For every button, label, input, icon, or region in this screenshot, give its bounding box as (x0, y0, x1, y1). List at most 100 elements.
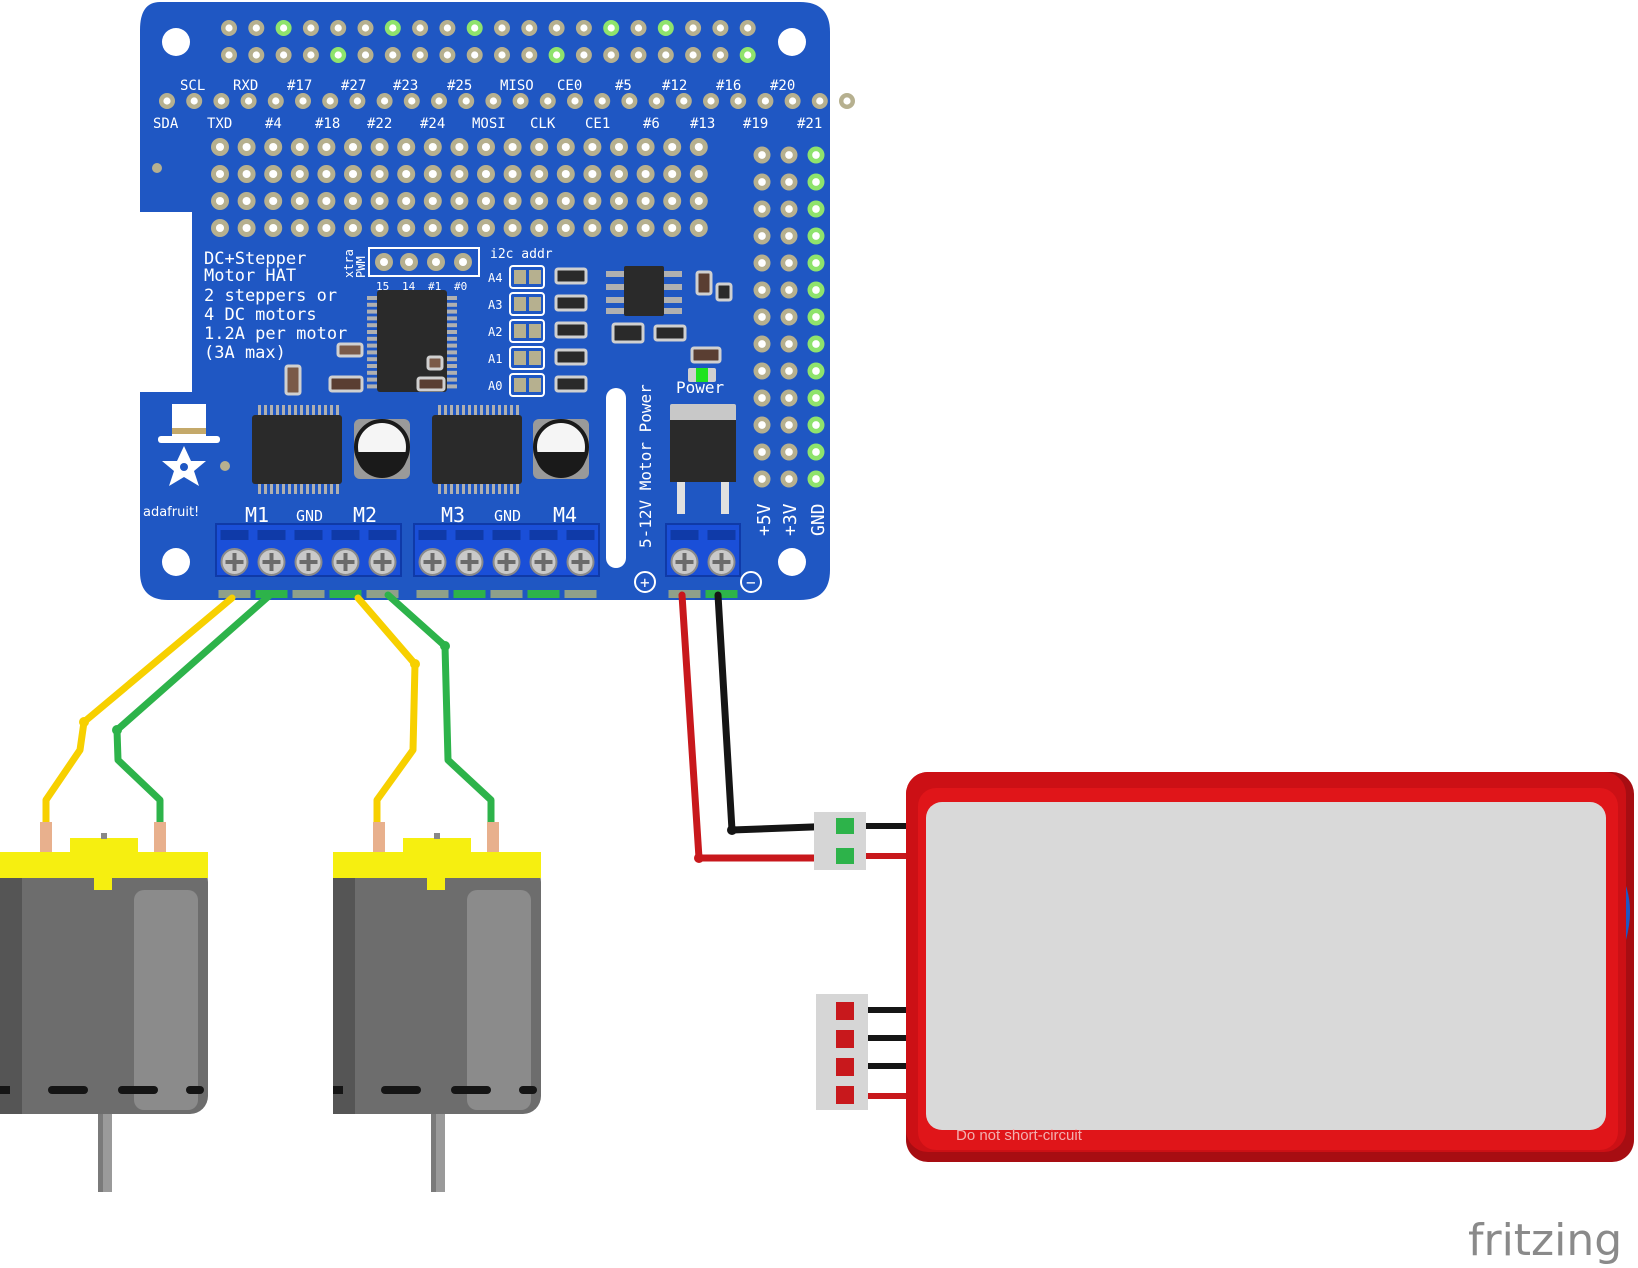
pad-hole (455, 169, 464, 179)
gpio-label: #27 (341, 78, 366, 94)
terminal-pin (490, 590, 523, 598)
motor-shade (0, 864, 22, 1114)
pad-hole (785, 286, 793, 294)
terminal-pin (564, 590, 597, 598)
driver-pin (336, 405, 339, 417)
driver-pin (516, 405, 519, 417)
pad-hole (680, 97, 688, 105)
terminal-pin (366, 590, 399, 598)
pwm-header-outline (368, 247, 480, 277)
pad-hole (785, 205, 793, 213)
pad-hole (785, 367, 793, 375)
pad-hole (471, 24, 479, 32)
pad-hole (375, 142, 384, 152)
driver-body (432, 415, 522, 484)
pad-hole (408, 97, 416, 105)
plus-symbol: + (640, 573, 650, 592)
pad-hole (242, 142, 251, 152)
pad-hole (758, 286, 766, 294)
ic-pin (447, 323, 457, 328)
motor-cap-top (403, 838, 471, 856)
driver-pin (306, 405, 309, 417)
pad-hole (634, 51, 643, 59)
pad-hole (588, 223, 597, 233)
pad-hole (588, 196, 597, 206)
pad-hole (694, 196, 703, 206)
pad-hole (561, 169, 570, 179)
driver-pin (438, 405, 441, 417)
pad-hole (588, 169, 597, 179)
battery-pack: Do not short-circuit (814, 772, 1634, 1162)
pad-hole (744, 24, 752, 32)
pad-hole (402, 196, 411, 206)
pad-hole (455, 223, 464, 233)
pad-hole (785, 340, 793, 348)
gpio-label: #22 (367, 116, 392, 132)
pad-hole (489, 97, 497, 105)
ic-pin (367, 330, 377, 334)
pad-hole (242, 223, 251, 233)
pad-hole (598, 97, 606, 105)
pad-hole (508, 196, 517, 206)
pad-hole (812, 367, 820, 375)
chip-pin (606, 271, 624, 277)
pad-hole (614, 223, 624, 233)
pad-hole (758, 448, 766, 456)
pad-hole (375, 223, 384, 233)
dc-motor-2 (333, 822, 541, 1192)
driver-body (252, 415, 342, 484)
ic-pin (447, 296, 457, 300)
resistor (554, 321, 588, 339)
pad-hole (812, 421, 820, 429)
motor-bearing (101, 833, 107, 839)
motor-cap-top (70, 838, 138, 856)
screw-slot (719, 553, 724, 571)
pad-hole (428, 196, 437, 206)
plus-mark (634, 571, 656, 593)
pad-hole (641, 223, 650, 233)
motor-vent (118, 1086, 158, 1094)
xtra-label: xtra (342, 249, 356, 278)
pad-hole (416, 24, 424, 32)
gpio-label: TXD (207, 116, 232, 132)
driver-pin (288, 482, 291, 494)
ic-pin (447, 316, 457, 321)
pad-hole (812, 205, 820, 213)
regulator-leg (721, 482, 729, 514)
pad-hole (716, 51, 725, 59)
driver-pin (294, 482, 297, 494)
adafruit-logo: adafruit! (143, 404, 220, 520)
jumper-pad (514, 324, 526, 338)
pad-hole (428, 169, 437, 179)
ic-pin (367, 377, 377, 382)
jumper-outline (509, 373, 545, 397)
chip-pin (606, 297, 624, 303)
addr-label-a4: A4 (488, 271, 502, 285)
ic-pin (447, 384, 457, 389)
pad-hole (269, 196, 278, 206)
pad-hole (525, 51, 533, 59)
pwm-pin-label: #1 (428, 280, 441, 293)
pad-hole (269, 169, 278, 179)
pad-hole (481, 142, 491, 152)
battery-switch (1626, 886, 1630, 940)
pad-hole (812, 340, 820, 348)
mounting-hole-tr (778, 28, 806, 56)
pad-hole (694, 169, 703, 179)
pad-hole (614, 142, 624, 152)
screw-slot (504, 553, 509, 571)
pad-hole (758, 394, 766, 402)
xtra-pwm-header: xtra PWM 15 14 #1 #0 (342, 247, 480, 293)
balance-pin (836, 1030, 854, 1048)
pad-hole (508, 169, 517, 179)
gpio-label: #23 (393, 78, 418, 94)
gpio-label: SCL (180, 78, 205, 94)
pwm-pin-label: 14 (402, 280, 416, 293)
capacitor (695, 270, 713, 296)
pad-hole (634, 24, 643, 32)
pad-hole (498, 51, 506, 59)
ic-pin (447, 357, 457, 362)
pad-hole (785, 232, 793, 240)
wire-bend (79, 717, 89, 727)
terminal-pin (527, 590, 560, 598)
